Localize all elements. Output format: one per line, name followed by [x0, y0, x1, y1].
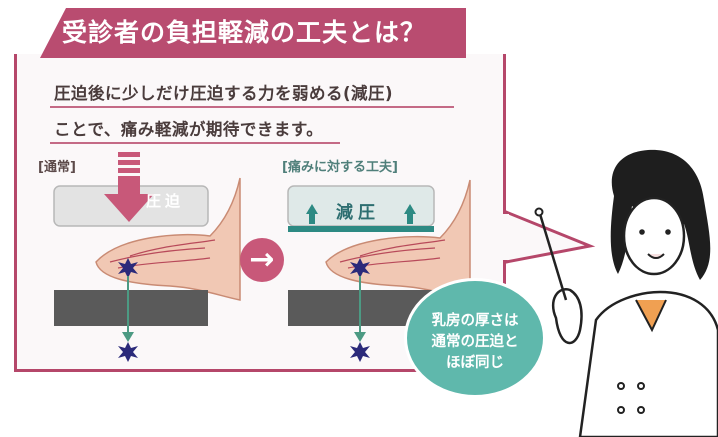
- label-care: [痛みに対する工夫]: [282, 160, 398, 175]
- title-banner: [40, 8, 466, 58]
- star-burst-icon: [350, 342, 370, 362]
- star-burst-icon: [118, 258, 138, 278]
- up-arrow-icon: [306, 204, 416, 224]
- star-burst-icon: [350, 258, 370, 278]
- bubble-line2: 通常の圧迫と: [431, 334, 519, 350]
- page-title: 受診者の負担軽減の工夫とは？: [62, 18, 427, 47]
- right-arrow-icon: →: [240, 238, 284, 282]
- care-diagram: [287, 179, 471, 362]
- lower-plate-normal: [54, 290, 208, 326]
- press-label: 圧迫: [146, 192, 185, 210]
- lead-text-line1: 圧迫後に少しだけ圧迫する力を弱める(減圧): [54, 84, 394, 103]
- star-burst-icon: [118, 342, 138, 362]
- lead-text-line2: ことで、痛み軽減が期待できます。: [54, 120, 324, 139]
- down-arrow-icon: [104, 152, 154, 222]
- info-bubble: 乳房の厚さは 通常の圧迫と ほぼ同じ: [404, 278, 546, 398]
- bubble-line1: 乳房の厚さは: [431, 313, 519, 329]
- doctor-illustration: [534, 149, 718, 437]
- normal-diagram: [53, 152, 241, 362]
- pointer-stick-icon: [538, 213, 568, 301]
- underline-1: [50, 106, 454, 108]
- label-normal: [通常]: [38, 160, 76, 175]
- underline-2: [50, 142, 340, 144]
- reduce-label: 減圧: [336, 203, 380, 223]
- bubble-line3: ほぼ同じ: [446, 355, 504, 371]
